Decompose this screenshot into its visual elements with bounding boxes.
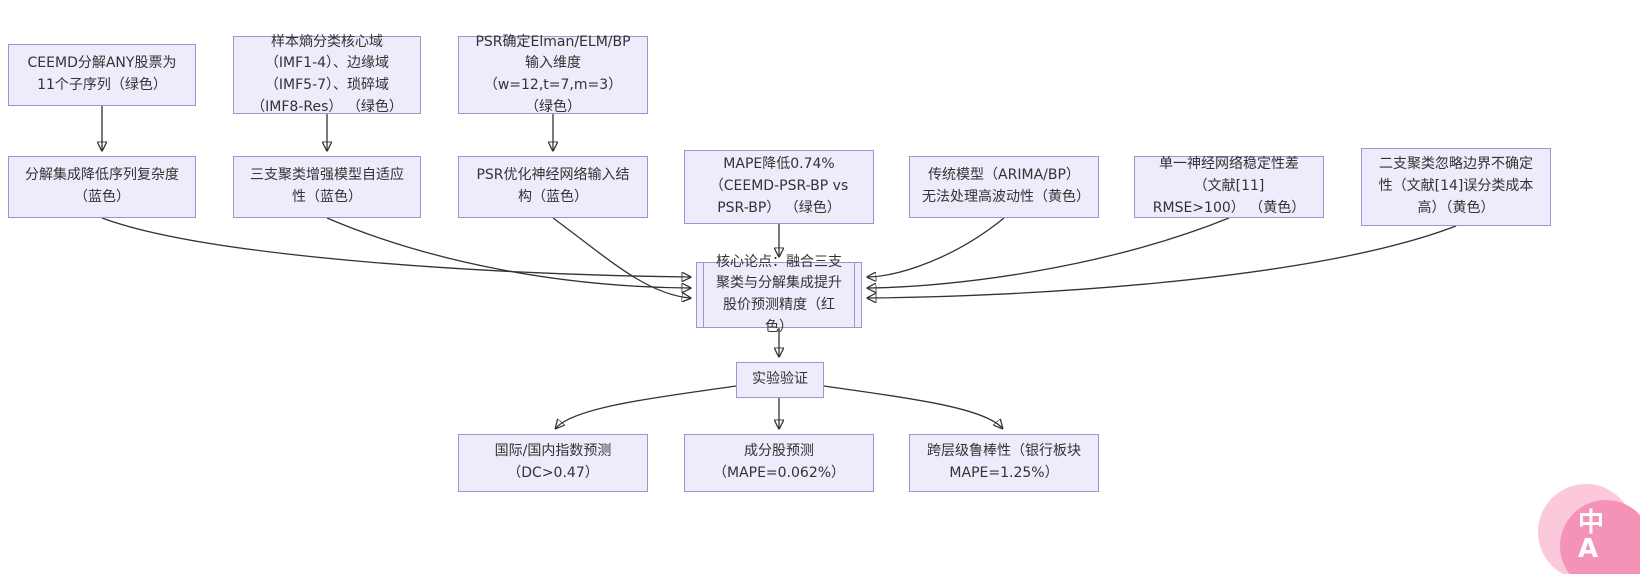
translate-watermark-badge[interactable]: 中 A [1538,484,1640,574]
edge-e-k [326,217,690,288]
node-ceemd-decomposition: CEEMD分解ANY股票为11个子序列（绿色） [8,44,196,106]
node-experimental-validation: 实验验证 [736,362,824,398]
node-two-way-clustering-limitation: 二支聚类忽略边界不确定性（文献[14]误分类成本高）（黄色） [1361,148,1551,226]
edge-d-k [101,217,690,277]
node-cross-level-robustness: 跨层级鲁棒性（银行板块 MAPE=1.25%） [909,434,1099,492]
node-psr-optimizes-input-structure: PSR优化神经网络输入结构（蓝色） [458,156,648,218]
node-index-forecasting: 国际/国内指数预测（DC>0.47） [458,434,648,492]
node-sample-entropy-domains: 样本熵分类核心域（IMF1-4）、边缘域（IMF5-7）、琐碎域（IMF8-Re… [233,34,421,115]
node-three-way-clustering-adaptivity: 三支聚类增强模型自适应性（蓝色） [233,156,421,218]
translate-icon: 中 A [1578,508,1605,564]
edge-f-k [552,217,690,298]
edge-l-m [556,385,737,428]
edge-h-k [868,217,1005,277]
node-psr-input-dimension: PSR确定Elman/ELM/BP输入维度（w=12,t=7,m=3） （绿色） [458,34,648,115]
watermark-circle-dark [1560,500,1640,574]
node-decomposition-reduces-complexity: 分解集成降低序列复杂度（蓝色） [8,156,196,218]
edge-i-k [868,217,1230,288]
edge-l-o [823,385,1002,428]
edge-j-k [868,225,1457,298]
node-mape-reduction: MAPE降低0.74%（CEEMD-PSR-BP vs PSR-BP） （绿色） [684,150,874,224]
subroutine-bar-left [703,263,704,327]
subroutine-bar-right [854,263,855,327]
core-thesis-label: 核心论点：融合三支聚类与分解集成提升股价预测精度（红色） [716,253,842,335]
node-single-network-instability: 单一神经网络稳定性差（文献[11] RMSE>100） （黄色） [1134,156,1324,218]
node-traditional-model-limitation: 传统模型（ARIMA/BP）无法处理高波动性（黄色） [909,156,1099,218]
node-constituent-stock-forecasting: 成分股预测（MAPE=0.062%） [684,434,874,492]
node-core-thesis: 核心论点：融合三支聚类与分解集成提升股价预测精度（红色） [696,254,862,335]
